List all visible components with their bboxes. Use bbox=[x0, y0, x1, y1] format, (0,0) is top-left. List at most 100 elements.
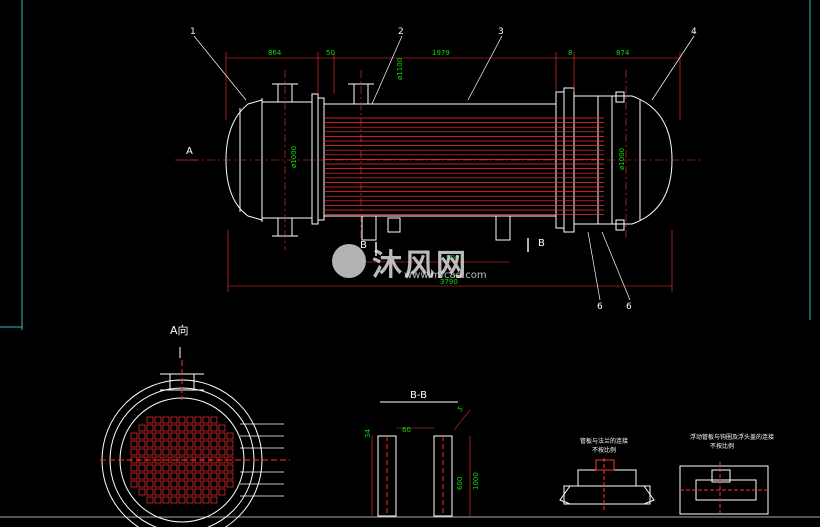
tube-hole bbox=[210, 440, 218, 448]
tube-hole bbox=[226, 480, 234, 488]
dim-50: 50 bbox=[326, 49, 335, 57]
view-a-end-view bbox=[100, 347, 290, 527]
dim-1979: 1979 bbox=[432, 49, 450, 57]
tube-hole bbox=[178, 464, 186, 472]
watermark-logo-icon bbox=[332, 244, 366, 278]
tube-hole bbox=[202, 480, 210, 488]
tube-hole bbox=[138, 440, 146, 448]
watermark-brand: 沐风网 bbox=[372, 248, 468, 283]
tube-hole bbox=[210, 416, 218, 424]
section-b-b bbox=[371, 401, 471, 517]
tube-hole bbox=[210, 456, 218, 464]
tube-hole bbox=[218, 480, 226, 488]
detail1-scale: 不按比例 bbox=[592, 447, 617, 454]
tube-hole bbox=[178, 496, 186, 504]
tube-hole bbox=[202, 440, 210, 448]
tube-hole bbox=[218, 432, 226, 440]
tube-hole bbox=[202, 416, 210, 424]
tube-hole bbox=[162, 488, 170, 496]
tube-bundle bbox=[324, 117, 604, 215]
tube-hole bbox=[210, 424, 218, 432]
tube-hole bbox=[218, 488, 226, 496]
tube-hole bbox=[226, 440, 234, 448]
tube-hole bbox=[218, 440, 226, 448]
tube-hole bbox=[186, 424, 194, 432]
tube-hole bbox=[138, 488, 146, 496]
tube-hole bbox=[154, 496, 162, 504]
tube-hole bbox=[226, 432, 234, 440]
tube-hole bbox=[194, 416, 202, 424]
tube-hole bbox=[210, 496, 218, 504]
tube-hole bbox=[218, 448, 226, 456]
callout-part-6a: 6 bbox=[597, 302, 603, 312]
tube-hole bbox=[202, 496, 210, 504]
tube-hole bbox=[202, 456, 210, 464]
detail-floating-head bbox=[679, 462, 769, 516]
dim-600: 600 bbox=[456, 476, 464, 490]
tube-hole bbox=[178, 440, 186, 448]
tube-hole bbox=[138, 456, 146, 464]
tube-hole bbox=[194, 456, 202, 464]
tube-hole bbox=[146, 440, 154, 448]
tube-hole bbox=[194, 496, 202, 504]
tube-hole bbox=[146, 448, 154, 456]
tube-hole bbox=[146, 496, 154, 504]
tube-hole bbox=[202, 432, 210, 440]
watermark-url: www.mfcad.com bbox=[404, 270, 487, 281]
view-a-arrow-label: A bbox=[186, 146, 193, 157]
tube-hole bbox=[194, 432, 202, 440]
tube-hole bbox=[138, 480, 146, 488]
tube-hole bbox=[130, 432, 138, 440]
tube-hole bbox=[186, 440, 194, 448]
tube-hole bbox=[186, 464, 194, 472]
tube-hole bbox=[202, 464, 210, 472]
tube-hole bbox=[186, 472, 194, 480]
tube-hole bbox=[186, 480, 194, 488]
tube-hole bbox=[170, 440, 178, 448]
tube-hole bbox=[130, 456, 138, 464]
tube-hole bbox=[178, 432, 186, 440]
tube-hole bbox=[154, 424, 162, 432]
tube-hole bbox=[178, 480, 186, 488]
section-b-left-label: B bbox=[360, 240, 367, 251]
dimension-lines bbox=[176, 52, 681, 292]
tube-hole bbox=[154, 488, 162, 496]
tube-hole bbox=[218, 456, 226, 464]
tube-hole bbox=[186, 448, 194, 456]
tube-hole bbox=[146, 488, 154, 496]
dim-8: 8 bbox=[568, 49, 573, 57]
tube-hole bbox=[194, 424, 202, 432]
tube-hole bbox=[210, 464, 218, 472]
tube-hole bbox=[154, 416, 162, 424]
tube-hole bbox=[226, 472, 234, 480]
tube-hole bbox=[170, 456, 178, 464]
tube-hole bbox=[130, 440, 138, 448]
tube-hole bbox=[162, 424, 170, 432]
tube-hole bbox=[154, 432, 162, 440]
tube-hole bbox=[162, 432, 170, 440]
detail-tubesheet-flange bbox=[559, 458, 655, 510]
tube-hole bbox=[194, 488, 202, 496]
tube-hole bbox=[202, 488, 210, 496]
tube-hole bbox=[170, 488, 178, 496]
tube-hole bbox=[210, 432, 218, 440]
tube-hole bbox=[162, 440, 170, 448]
tube-hole bbox=[146, 456, 154, 464]
dim-1000-bb: 1000 bbox=[472, 472, 480, 490]
dim-864: 864 bbox=[268, 49, 282, 57]
tube-hole bbox=[218, 464, 226, 472]
tube-hole bbox=[146, 416, 154, 424]
dim-60: 60 bbox=[402, 426, 411, 434]
tube-hole bbox=[186, 496, 194, 504]
tube-hole bbox=[210, 480, 218, 488]
tube-hole bbox=[210, 488, 218, 496]
tube-hole bbox=[178, 424, 186, 432]
detail2-title: 浮动管板与钩圈及浮头盖的连接 bbox=[690, 434, 775, 441]
section-b-right-label: B bbox=[538, 238, 545, 249]
tube-hole bbox=[170, 432, 178, 440]
tube-hole bbox=[202, 424, 210, 432]
tube-hole bbox=[194, 440, 202, 448]
tube-hole bbox=[170, 480, 178, 488]
tube-hole bbox=[186, 432, 194, 440]
